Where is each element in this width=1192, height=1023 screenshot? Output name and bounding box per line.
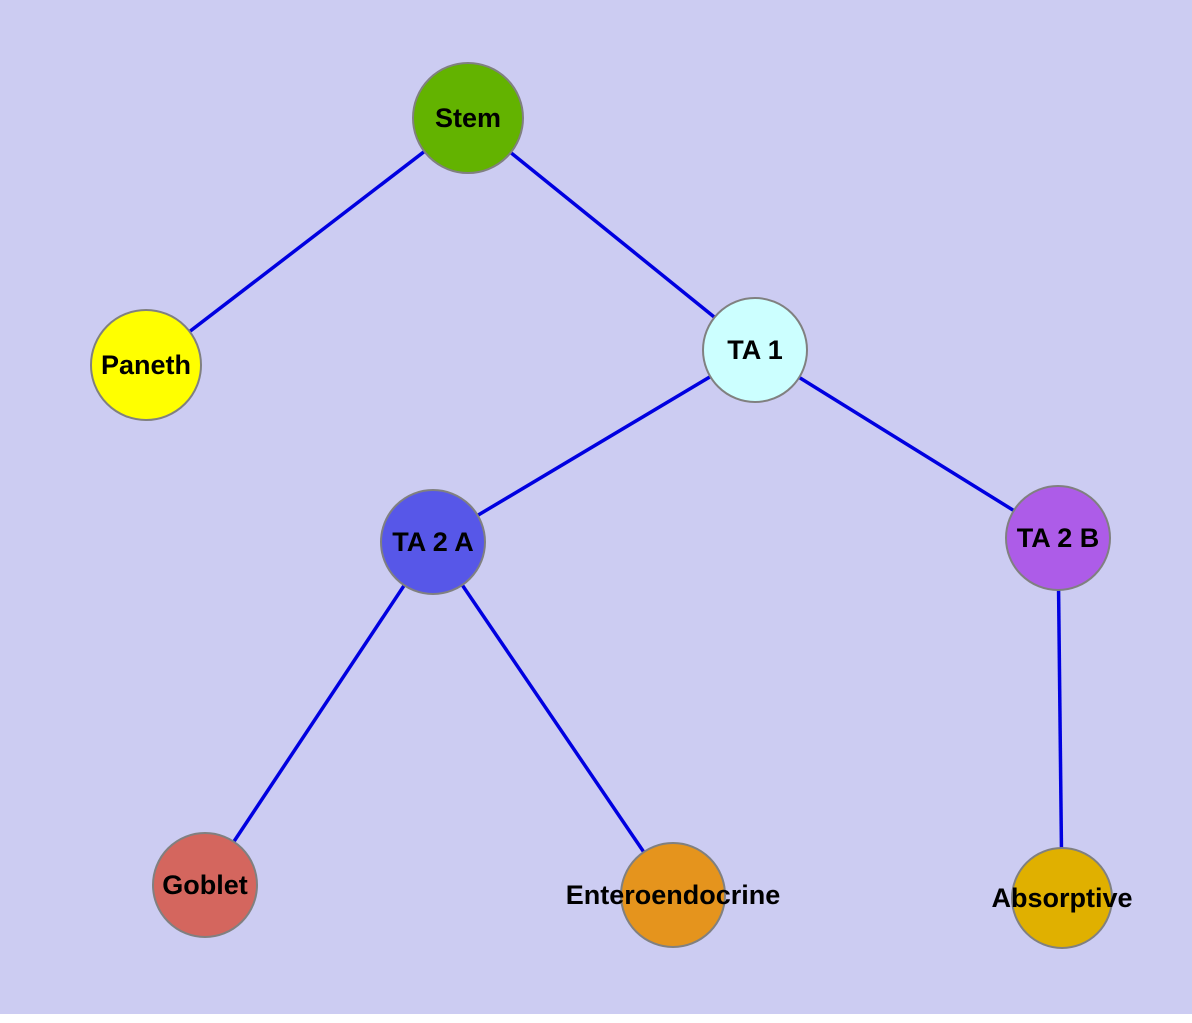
node-ta2a[interactable] [380,489,486,595]
node-goblet[interactable] [152,832,258,938]
edge-ta2b-absorptive [1056,537,1064,899]
edge-ta2a-enteroendocrine [431,541,675,896]
edge-ta2a-goblet [203,541,435,886]
node-enteroendocrine[interactable] [620,842,726,948]
node-ta1[interactable] [702,297,808,403]
node-ta2b[interactable] [1005,485,1111,591]
node-absorptive[interactable] [1011,847,1113,949]
edge-ta1-ta2b [754,348,1059,540]
node-paneth[interactable] [90,309,202,421]
edge-stem-ta1 [466,116,757,352]
edge-ta1-ta2a [432,348,756,544]
edge-stem-paneth [144,116,470,367]
node-stem[interactable] [412,62,524,174]
